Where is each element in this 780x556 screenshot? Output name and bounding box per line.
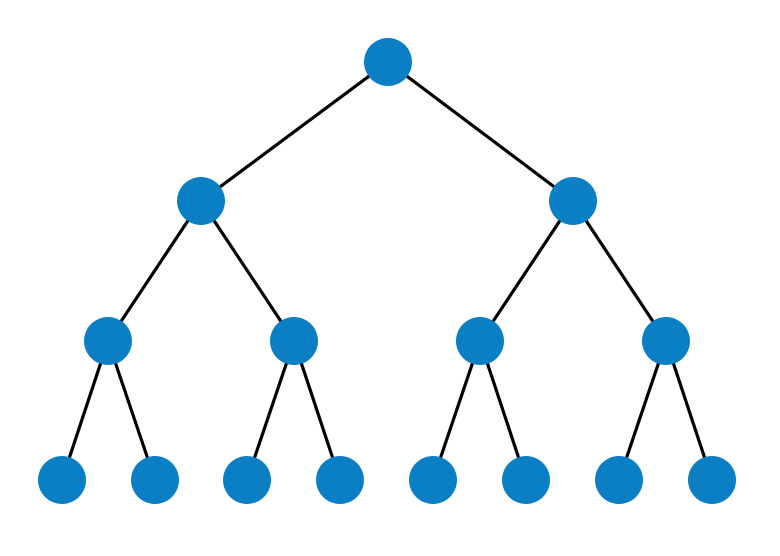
tree-node-n8: [38, 456, 86, 504]
tree-node-n12: [409, 456, 457, 504]
tree-node-n13: [502, 456, 550, 504]
tree-node-n9: [131, 456, 179, 504]
edge-n6-n12: [431, 339, 482, 482]
edges-layer: [60, 60, 714, 482]
tree-node-n10: [223, 456, 271, 504]
edge-n3-n7: [571, 199, 668, 343]
tree-node-n7: [642, 317, 690, 365]
tree-node-n3: [549, 177, 597, 225]
tree-node-n15: [688, 456, 736, 504]
tree-node-n4: [84, 317, 132, 365]
edge-n1-n3: [386, 60, 575, 203]
edge-n7-n14: [617, 339, 668, 482]
edge-n1-n2: [199, 60, 390, 203]
edge-n6-n13: [478, 339, 528, 482]
tree-node-n6: [456, 317, 504, 365]
edge-n5-n11: [292, 339, 342, 482]
edge-n2-n5: [199, 199, 296, 343]
edge-n4-n8: [60, 339, 110, 482]
edge-n3-n6: [478, 199, 575, 343]
tree-node-n5: [270, 317, 318, 365]
edge-n5-n10: [245, 339, 296, 482]
tree-node-n11: [316, 456, 364, 504]
edge-n4-n9: [106, 339, 157, 482]
tree-node-n14: [595, 456, 643, 504]
nodes-layer: [38, 38, 736, 504]
edge-n2-n4: [106, 199, 203, 343]
tree-node-n2: [177, 177, 225, 225]
tree-node-n1: [364, 38, 412, 86]
edge-n7-n15: [664, 339, 714, 482]
